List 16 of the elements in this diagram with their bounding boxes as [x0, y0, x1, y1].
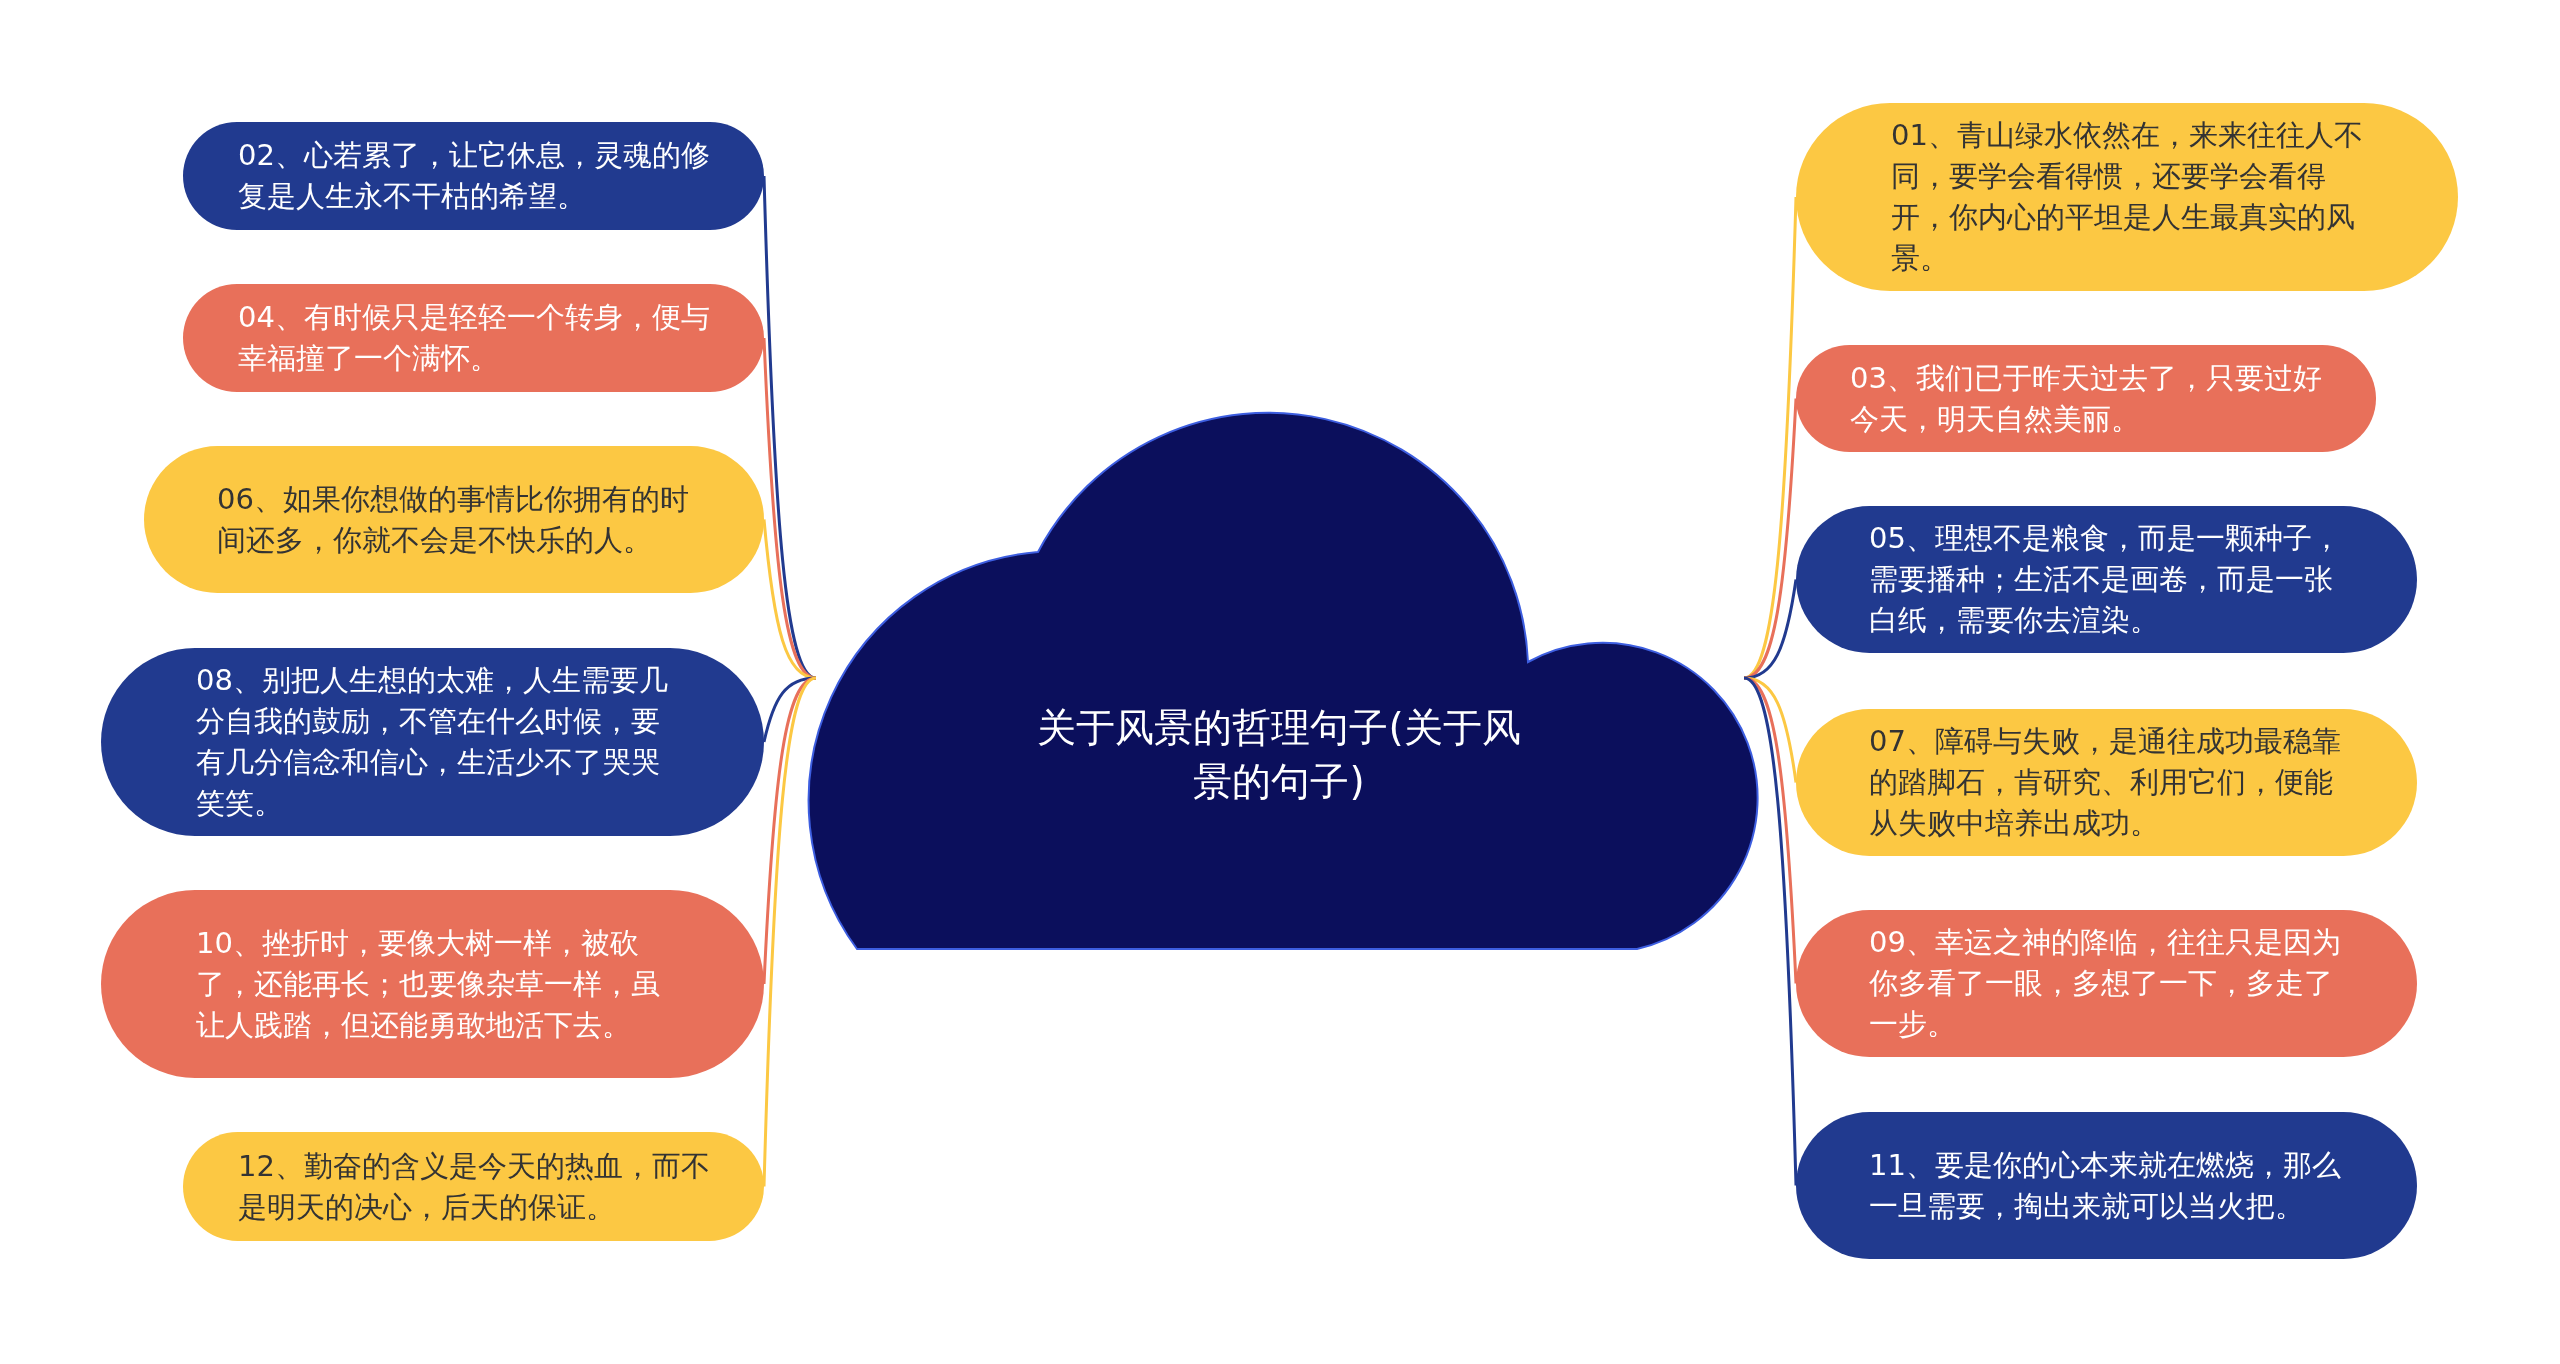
- title-text: 关于风景的哲理句子(关于风景的句子): [1036, 704, 1522, 806]
- connector-line: [762, 519, 817, 680]
- quote-bubble: 10、挫折时，要像大树一样，被砍了，还能再长；也要像杂草一样，虽让人践踏，但还能勇敢地活下去。: [101, 890, 764, 1078]
- quote-bubble: 08、别把人生想的太难，人生需要几分自我的鼓励，不管在什么时候，要有几分信念和信心，生活少不了哭哭笑笑。: [101, 648, 764, 836]
- connector-line: [762, 676, 817, 1187]
- quote-bubble: 11、要是你的心本来就在燃烧，那么一旦需要，掏出来就可以当火把。: [1796, 1112, 2417, 1259]
- quote-bubble: 09、幸运之神的降临，往往只是因为你多看了一眼，多想了一下，多走了一步。: [1796, 910, 2417, 1057]
- connector-line: [1743, 579, 1798, 680]
- quote-bubble: 12、勤奋的含义是今天的热血，而不是明天的决心，后天的保证。: [183, 1132, 764, 1241]
- quote-bubble: 06、如果你想做的事情比你拥有的时间还多，你就不会是不快乐的人。: [144, 446, 764, 593]
- quote-bubble: 07、障碍与失败，是通往成功最稳靠的踏脚石，肯研究、利用它们，便能从失败中培养出成功。: [1796, 709, 2417, 856]
- quote-bubble: 03、我们已于昨天过去了，只要过好今天，明天自然美丽。: [1796, 345, 2376, 452]
- quote-bubble: 02、心若累了，让它休息，灵魂的修复是人生永不干枯的希望。: [183, 122, 764, 230]
- quote-bubble: 01、青山绿水依然在，来来往往人不同，要学会看得惯，还要学会看得开，你内心的平坦是人生最真实的风景。: [1796, 103, 2458, 291]
- quote-bubble: 04、有时候只是轻轻一个转身，便与幸福撞了一个满怀。: [183, 284, 764, 392]
- quote-bubble: 05、理想不是粮食，而是一颗种子，需要播种；生活不是画卷，而是一张白纸，需要你去渲染。: [1796, 506, 2417, 653]
